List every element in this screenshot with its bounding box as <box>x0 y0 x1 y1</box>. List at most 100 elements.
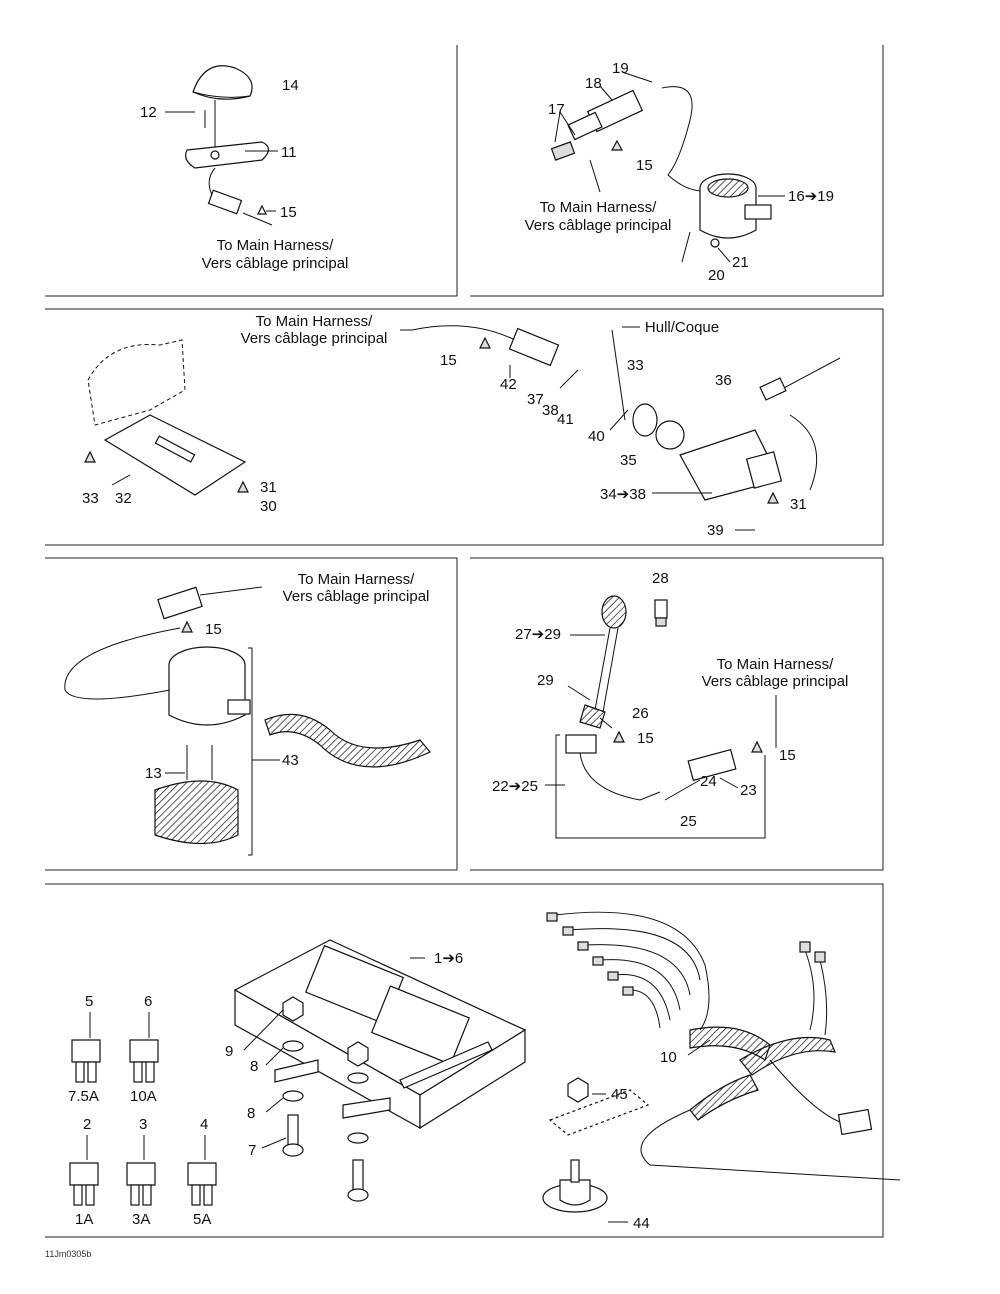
label-41: 41 <box>557 411 574 428</box>
label-24: 24 <box>700 773 717 790</box>
label-25: 25 <box>680 813 697 830</box>
label-17: 17 <box>548 101 565 118</box>
strainer-base <box>154 780 239 845</box>
panel-4: 15 13 43 To Main Harness/ Vers câblage p… <box>64 571 431 856</box>
label-16-19: 16➔19 <box>788 188 834 205</box>
fuse-item-number: 5 <box>85 993 93 1010</box>
label-22-25: 22➔25 <box>492 778 538 795</box>
label-31: 31 <box>790 496 807 513</box>
label-35: 35 <box>620 452 637 469</box>
main-harness-note-line1: To Main Harness/ <box>717 656 835 673</box>
fuse-box-body <box>233 939 527 1130</box>
hose-part-43 <box>264 713 431 768</box>
panel-6: 1➔6 9 8 8 7 10 45 44 5 7.5A 6 10A 2 <box>68 911 901 1232</box>
panel-2: 19 18 17 15 16➔19 21 20 To Main Harness/… <box>525 60 834 284</box>
connector-plug <box>157 586 203 620</box>
fuse-item-5: 5 7.5A <box>68 993 101 1105</box>
engine-outline <box>87 339 186 426</box>
fuse-rating: 1A <box>75 1211 93 1228</box>
harness-terminals <box>546 912 826 996</box>
label-26: 26 <box>632 705 649 722</box>
fuse-rating: 10A <box>130 1088 157 1105</box>
label-9: 9 <box>225 1043 233 1060</box>
wire-harness-part-10 <box>554 911 901 1181</box>
label-23: 23 <box>740 782 757 799</box>
label-45: 45 <box>611 1086 628 1103</box>
label-1-6: 1➔6 <box>434 950 463 967</box>
pump-body <box>168 646 251 726</box>
label-39: 39 <box>707 522 724 539</box>
panel-5: 28 27➔29 29 26 15 15 22➔25 24 23 25 To M… <box>492 570 848 839</box>
drawing-code: 11Jm0305b <box>45 1249 91 1259</box>
main-harness-note-line2: Vers câblage principal <box>283 588 430 605</box>
fuse-item-number: 2 <box>83 1116 91 1133</box>
main-harness-note-line2: Vers câblage principal <box>525 217 672 234</box>
fuse-item-4: 4 5A <box>187 1116 217 1228</box>
label-34-38: 34➔38 <box>600 486 646 503</box>
panel-1: 14 12 11 15 To Main Harness/ Vers câblag… <box>140 65 349 272</box>
label-19: 19 <box>612 60 629 77</box>
label-38: 38 <box>542 402 559 419</box>
fuse-item-3: 3 3A <box>126 1116 156 1228</box>
label-32: 32 <box>115 490 132 507</box>
label-14: 14 <box>282 77 299 94</box>
label-8: 8 <box>250 1058 258 1075</box>
cover-part-14 <box>192 65 253 100</box>
label-44: 44 <box>633 1215 650 1232</box>
main-harness-note-line1: To Main Harness/ <box>298 571 416 588</box>
label-8: 8 <box>247 1105 255 1122</box>
label-15: 15 <box>637 730 654 747</box>
fuse-item-2: 2 1A <box>69 1116 99 1228</box>
connector-part-23 <box>687 748 737 782</box>
base-plate-part-11 <box>185 141 270 169</box>
connector-part-42 <box>508 327 560 367</box>
panel-frames <box>45 45 884 1238</box>
label-40: 40 <box>588 428 605 445</box>
label-36: 36 <box>715 372 732 389</box>
label-43: 43 <box>282 752 299 769</box>
main-harness-note-line1: To Main Harness/ <box>256 313 374 330</box>
fuse-rating: 7.5A <box>68 1088 99 1105</box>
fuse-item-number: 4 <box>200 1116 208 1133</box>
label-42: 42 <box>500 376 517 393</box>
label-37: 37 <box>527 391 544 408</box>
label-13: 13 <box>145 765 162 782</box>
sender-part-34 <box>679 429 783 501</box>
label-10: 10 <box>660 1049 677 1066</box>
label-31: 31 <box>260 479 277 496</box>
label-20: 20 <box>708 267 725 284</box>
housing-part-22 <box>565 734 661 801</box>
main-harness-note-line1: To Main Harness/ <box>217 237 335 254</box>
cable-part-27 <box>579 595 627 729</box>
bolt-part-36 <box>759 357 841 401</box>
label-15: 15 <box>440 352 457 369</box>
panel-3: 15 42 37 38 41 33 40 35 36 33 32 31 30 3… <box>82 313 841 539</box>
label-15: 15 <box>280 204 297 221</box>
label-18: 18 <box>585 75 602 92</box>
bulb-part-28 <box>654 599 668 627</box>
label-28: 28 <box>652 570 669 587</box>
hull-note: Hull/Coque <box>645 319 719 336</box>
label-29: 29 <box>537 672 554 689</box>
pump-part-16 <box>699 173 772 239</box>
main-harness-note-line1: To Main Harness/ <box>540 199 658 216</box>
label-21: 21 <box>732 254 749 271</box>
label-12: 12 <box>140 104 157 121</box>
bracket-part-32 <box>103 414 247 496</box>
main-harness-note-line2: Vers câblage principal <box>202 255 349 272</box>
label-15: 15 <box>205 621 222 638</box>
label-7: 7 <box>248 1142 256 1159</box>
connector-part-plug <box>207 189 243 215</box>
label-15: 15 <box>636 157 653 174</box>
fuse-rating: 5A <box>193 1211 211 1228</box>
mounting-hardware <box>274 996 391 1202</box>
label-33: 33 <box>627 357 644 374</box>
label-30: 30 <box>260 498 277 515</box>
label-11: 11 <box>281 144 297 161</box>
fuse-item-number: 6 <box>144 993 152 1010</box>
fitting-part-35 <box>632 403 685 450</box>
main-harness-note-line2: Vers câblage principal <box>241 330 388 347</box>
label-27-29: 27➔29 <box>515 626 561 643</box>
label-33: 33 <box>82 490 99 507</box>
